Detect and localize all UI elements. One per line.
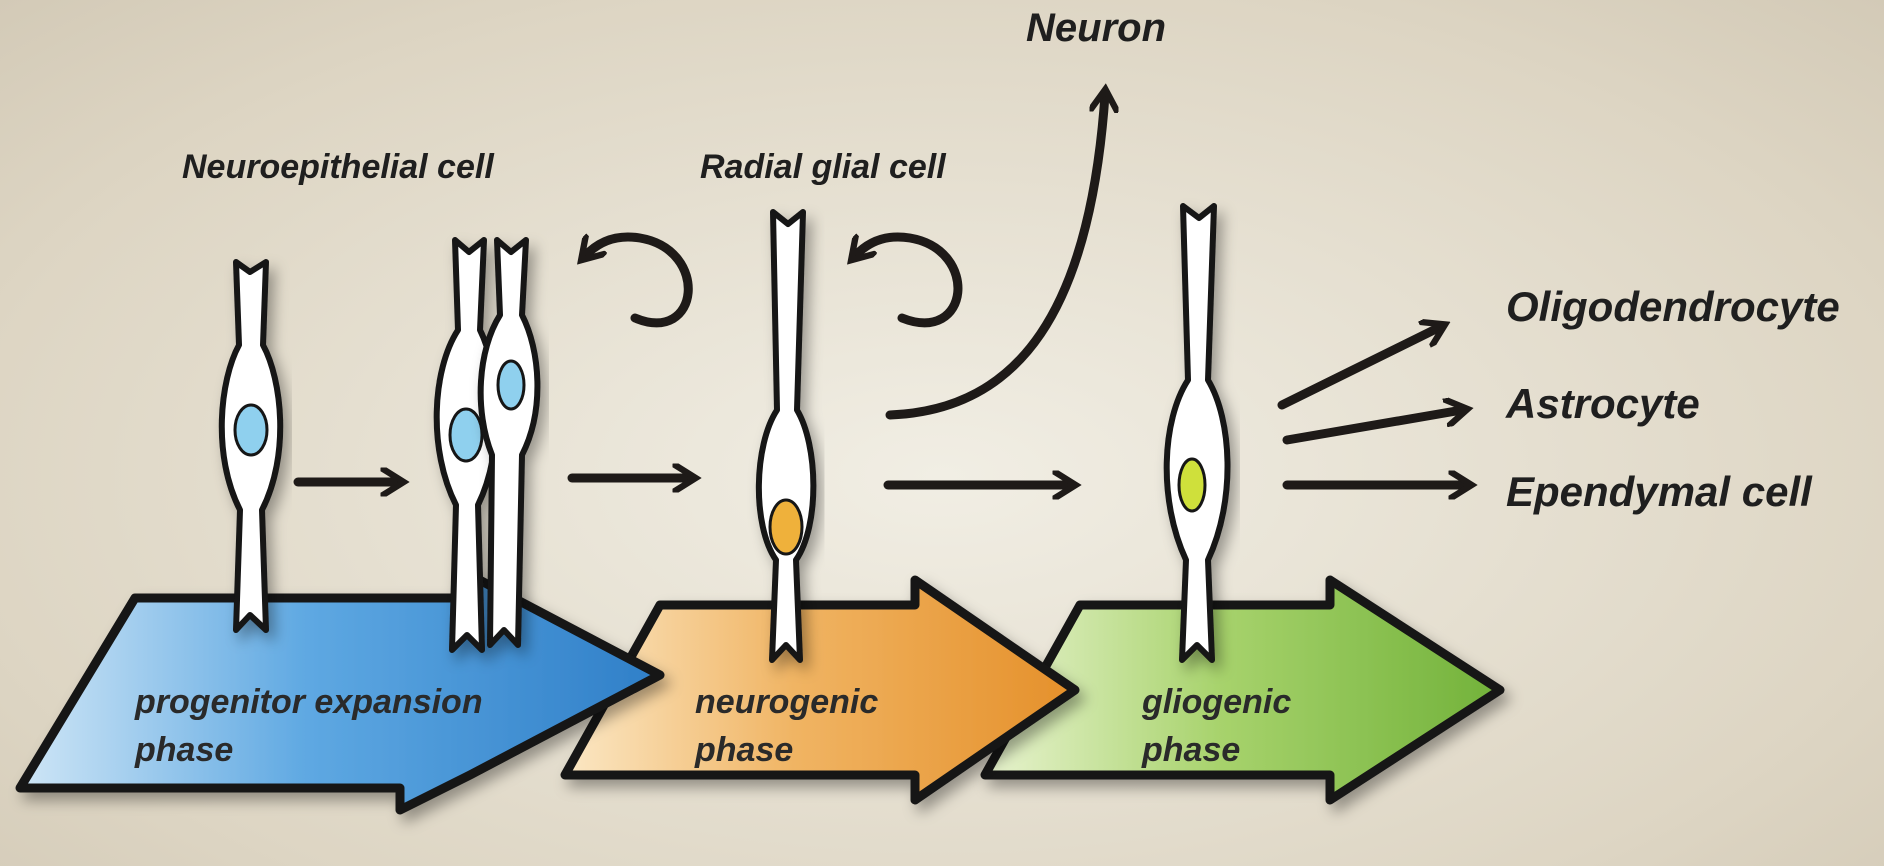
phase-2-line-2: phase (695, 731, 794, 769)
phase-1-line-2: phase (135, 731, 234, 769)
label-neurogenic-phase: neurogenic phase (695, 678, 878, 774)
dividing-cell-right (477, 237, 541, 648)
label-neuron: Neuron (1026, 6, 1166, 50)
radial-glial-nucleus (768, 498, 804, 556)
phase-1-line-1: progenitor expansion (135, 683, 483, 721)
dividing-cell-left-nucleus (448, 407, 484, 463)
radial-glial-cell (755, 209, 817, 663)
label-gliogenic-phase: gliogenic phase (1142, 678, 1291, 774)
label-radial-glial-cell: Radial glial cell (700, 148, 946, 186)
label-neuroepithelial-cell: Neuroepithelial cell (182, 148, 494, 186)
neurogenic-phase-arrow (560, 575, 1080, 805)
phase-3-line-2: phase (1142, 731, 1241, 769)
gliogenic-nucleus (1177, 457, 1207, 513)
arrow-to-neuron (885, 95, 1105, 420)
self-renewal-arrow-radial (855, 232, 963, 328)
dividing-cell-right-nucleus (496, 359, 526, 411)
gliogenic-cell (1163, 203, 1231, 663)
neuroepithelial-nucleus (233, 403, 269, 457)
label-astrocyte: Astrocyte (1506, 380, 1700, 427)
neuroepithelial-cell (218, 259, 284, 633)
label-ependymal-cell: Ependymal cell (1506, 468, 1812, 515)
phase-3-line-1: gliogenic (1142, 683, 1292, 721)
self-renewal-arrow-ne (585, 232, 693, 328)
gliogenic-phase-arrow (980, 575, 1505, 805)
label-oligodendrocyte: Oligodendrocyte (1506, 283, 1840, 330)
arrow-to-astrocyte (1282, 410, 1462, 445)
label-progenitor-expansion-phase: progenitor expansion phase (135, 678, 483, 774)
arrow-to-oligodendrocyte (1277, 327, 1440, 410)
phase-2-line-1: neurogenic (695, 683, 879, 721)
